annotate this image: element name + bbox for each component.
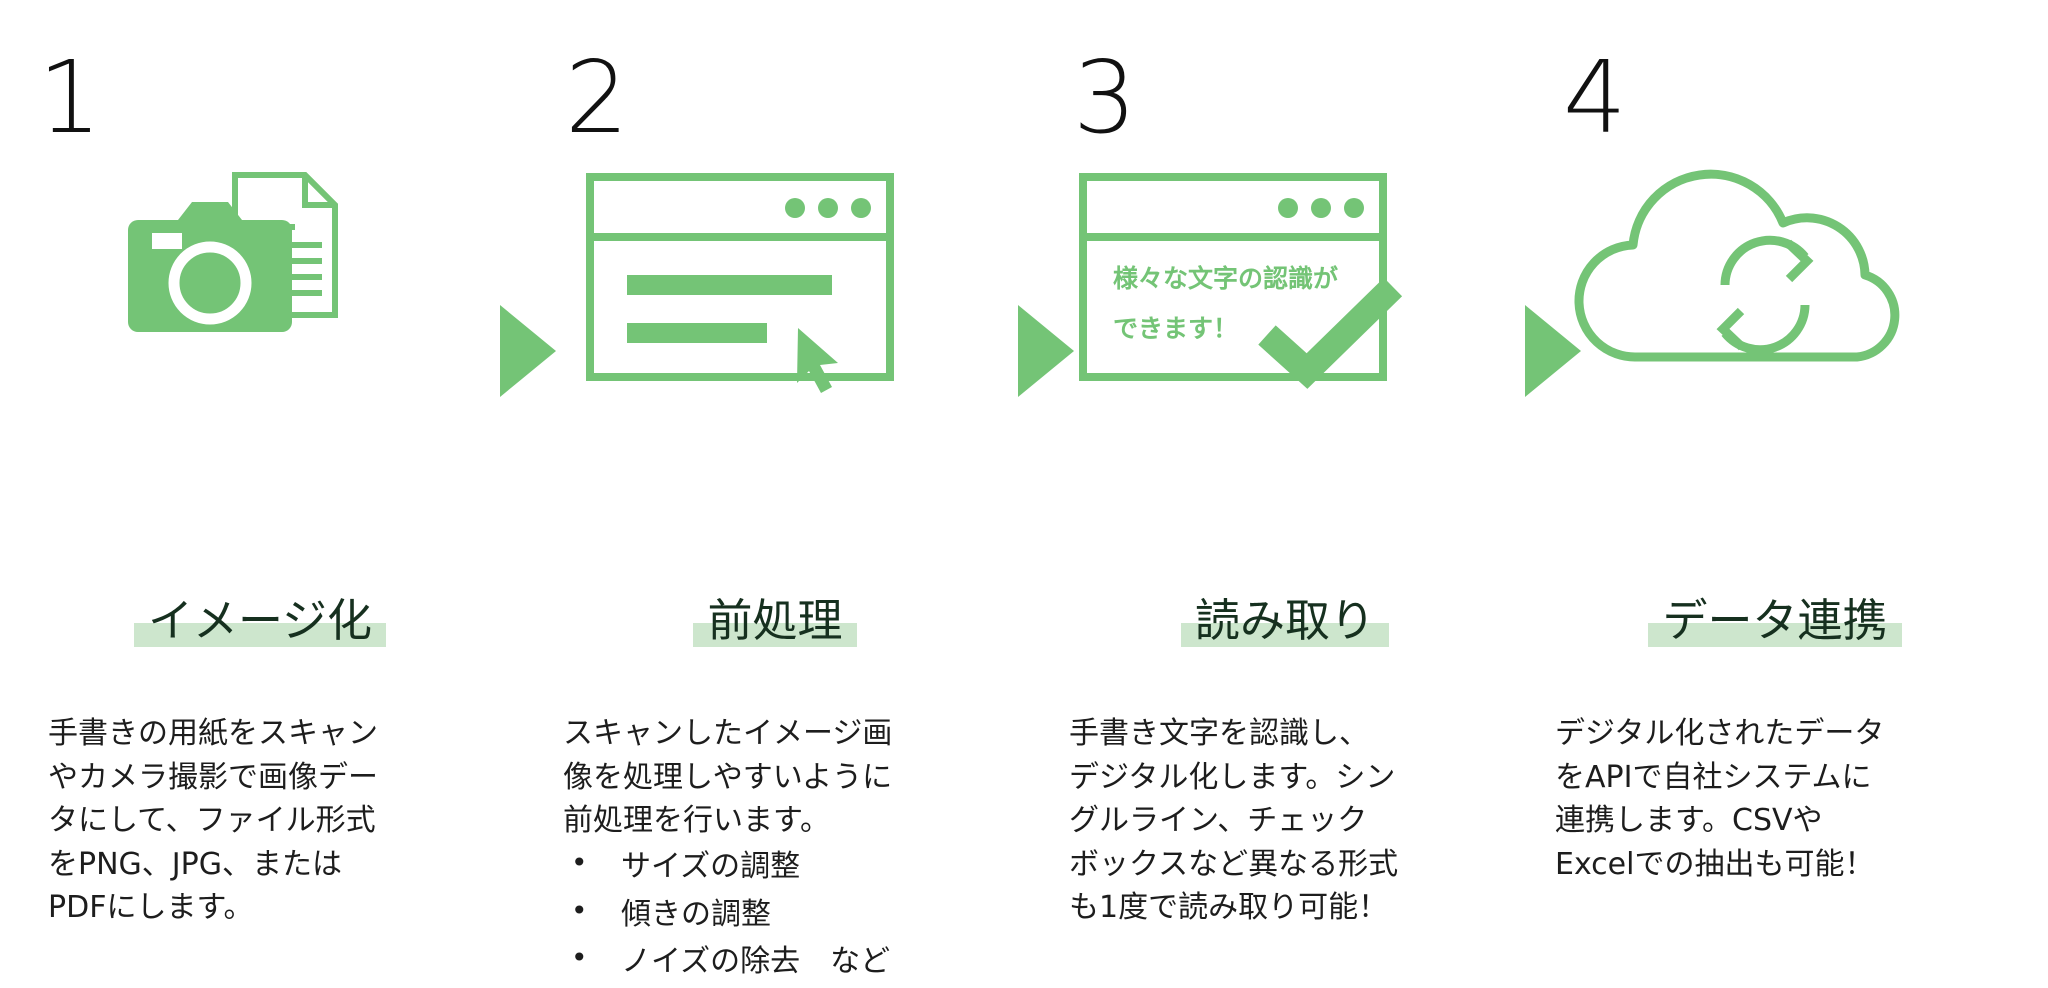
sync-arrows-icon [1716,235,1814,355]
list-item: ノイズの除去 など [563,938,993,984]
content-bar-long [627,275,832,295]
step-body-4: デジタル化されたデータ をAPIで自社システムに 連携します。CSVや Exce… [1555,716,1885,882]
browser-window-with-checkmark-icon: 様々な文字の認識が できます！ [1055,165,1515,395]
step-heading-wrap-3: 読み取り [1055,595,1515,649]
camera-icon [128,202,292,332]
arrow-step1-to-step2-icon [500,305,556,397]
checkmark-icon [1258,277,1403,389]
step-number-1: 1 [38,39,102,156]
cloud-outline-icon [1574,169,1900,362]
heading-text: データ連携 [1662,594,1888,647]
camera-viewfinder-icon [152,233,182,249]
recognition-caption-line1: 様々な文字の認識が [1113,264,1338,293]
heading-text: イメージ化 [147,594,373,647]
arrow-step2-to-step3-icon [1018,305,1074,397]
step-heading-wrap-2: 前処理 [545,595,1005,649]
recognition-caption-line2: できます！ [1113,314,1238,343]
arrow-step3-to-step4-icon [1525,305,1581,397]
step-body-2: スキャンしたイメージ画 像を処理しやすいように 前処理を行います。 [563,716,893,838]
list-item: サイズの調整 [563,843,993,889]
step-heading-1: イメージ化 [133,594,387,649]
step-column-2: 2 前処理 スキャンしたイメージ画 像を処理しやすいように 前処 [545,0,1005,979]
heading-text: 読み取り [1194,594,1375,647]
step-number-4: 4 [1563,39,1627,156]
camera-lens-icon [168,241,252,325]
step-body-1: 手書きの用紙をスキャン やカメラ撮影で画像デー タにして、ファイル形式 をPNG… [48,716,378,925]
camera-and-document-icon-svg [128,172,338,332]
step-column-1: 1 [30,0,490,979]
step-column-3: 3 様々な文字の認識が できます！ 読み取り 手書き文字を認識し、 [1055,0,1515,979]
step-heading-wrap-4: データ連携 [1545,595,2005,649]
list-item: 傾きの調整 [563,891,993,937]
heading-highlight-bar [1180,622,1389,647]
step-heading-wrap-1: イメージ化 [30,595,490,649]
step-bullet-list-2: サイズの調整 傾きの調整 ノイズの除去 など [563,843,993,988]
heading-highlight-bar [1648,622,1902,647]
step-heading-4: データ連携 [1648,594,1902,649]
window-dots-icon [785,198,871,218]
heading-highlight-bar [693,622,857,647]
step-heading-3: 読み取り [1180,594,1389,649]
recognition-window-icon-svg: 様々な文字の認識が できます！ [1079,173,1403,389]
cursor-arrow-icon [797,328,838,393]
cloud-sync-icon-svg [1574,169,1900,362]
browser-frame [586,173,894,381]
browser-window-icon-svg [586,173,894,393]
content-bar-short [627,323,767,343]
window-dots-icon [1278,198,1364,218]
step-column-4: 4 データ連携 デジタル化されたデータ をAPIで自社システムに 連携します。C… [1545,0,2005,979]
step-heading-2: 前処理 [693,594,857,649]
browser-frame [1079,173,1387,381]
step-number-2: 2 [565,39,629,156]
step-number-3: 3 [1073,39,1137,156]
heading-text: 前処理 [707,594,843,647]
browser-window-with-cursor-icon [545,165,1005,395]
heading-highlight-bar [133,622,387,647]
step-body-3: 手書き文字を認識し、 デジタル化します。シン グルライン、チェック ボックスなど… [1069,716,1399,925]
cloud-sync-icon [1545,165,2005,395]
camera-and-document-icon [30,165,490,395]
